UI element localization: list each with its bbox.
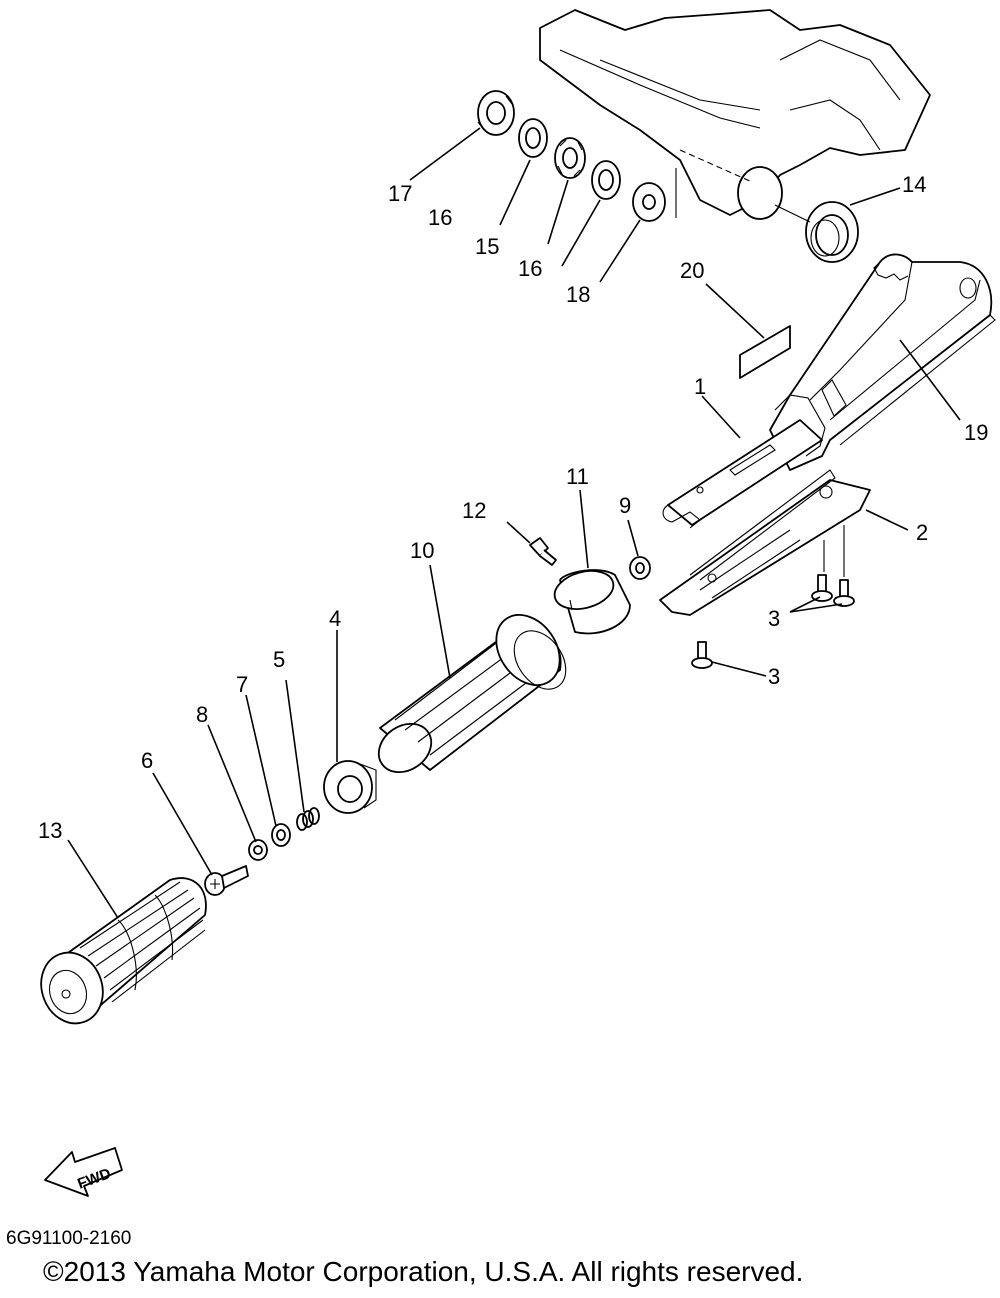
callout-12: 12 (462, 498, 486, 523)
part-3-screw-b (833, 579, 855, 607)
part-4-plug (323, 760, 377, 814)
callout-6: 6 (141, 748, 153, 773)
part-9-nut (629, 556, 651, 580)
callout-17: 17 (388, 181, 412, 206)
callout-11: 11 (566, 464, 589, 489)
part-18-washer (632, 182, 666, 222)
callout-20: 20 (680, 258, 704, 283)
callout-15: 15 (475, 234, 499, 259)
callout-10: 10 (410, 538, 434, 563)
part-13-knob (40, 877, 207, 1025)
part-8-washer (248, 839, 268, 861)
callout-3-b: 3 (768, 664, 780, 689)
part-7-washer (271, 823, 291, 847)
part-16-washer-b (591, 160, 621, 200)
part-3-screw-c (691, 641, 713, 669)
callout-5: 5 (273, 647, 285, 672)
part-11-ring (553, 569, 631, 635)
callout-9: 9 (619, 493, 631, 518)
part-16-washer-a (518, 118, 548, 158)
part-3-screw-a (811, 574, 833, 602)
callout-19: 19 (964, 420, 988, 445)
part-6-screw (204, 865, 249, 896)
part-10-grip (377, 614, 567, 774)
callout-18: 18 (566, 282, 590, 307)
copyright-notice: ©2013 Yamaha Motor Corporation, U.S.A. A… (43, 1256, 804, 1287)
callout-16-a: 16 (428, 205, 452, 230)
callout-labels: 1 2 3 3 4 5 6 7 8 9 10 11 12 13 14 15 16… (38, 172, 988, 843)
part-14-grommet (805, 201, 859, 263)
callout-1: 1 (694, 374, 706, 399)
callout-13: 13 (38, 818, 62, 843)
callout-3-a: 3 (768, 606, 780, 631)
fwd-arrow-icon: FWD (44, 1147, 123, 1197)
leader-lines (67, 127, 961, 919)
callout-2: 2 (916, 520, 928, 545)
upper-bracket (539, 9, 931, 220)
part-20-label (739, 325, 791, 379)
part-1-throttle-tube (662, 419, 823, 529)
part-19-handle-arm (769, 253, 996, 471)
part-12-bolt (529, 537, 557, 566)
callout-14: 14 (902, 172, 926, 197)
callout-7: 7 (236, 672, 248, 697)
callout-4: 4 (329, 606, 341, 631)
part-5-spring (296, 807, 320, 831)
part-17-nut (477, 90, 515, 136)
part-15-bushing (554, 137, 586, 179)
callout-16-b: 16 (518, 256, 542, 281)
diagram-code: 6G91100-2160 (6, 1228, 132, 1249)
callout-8: 8 (196, 702, 208, 727)
part-2-lower-cover (659, 469, 871, 616)
